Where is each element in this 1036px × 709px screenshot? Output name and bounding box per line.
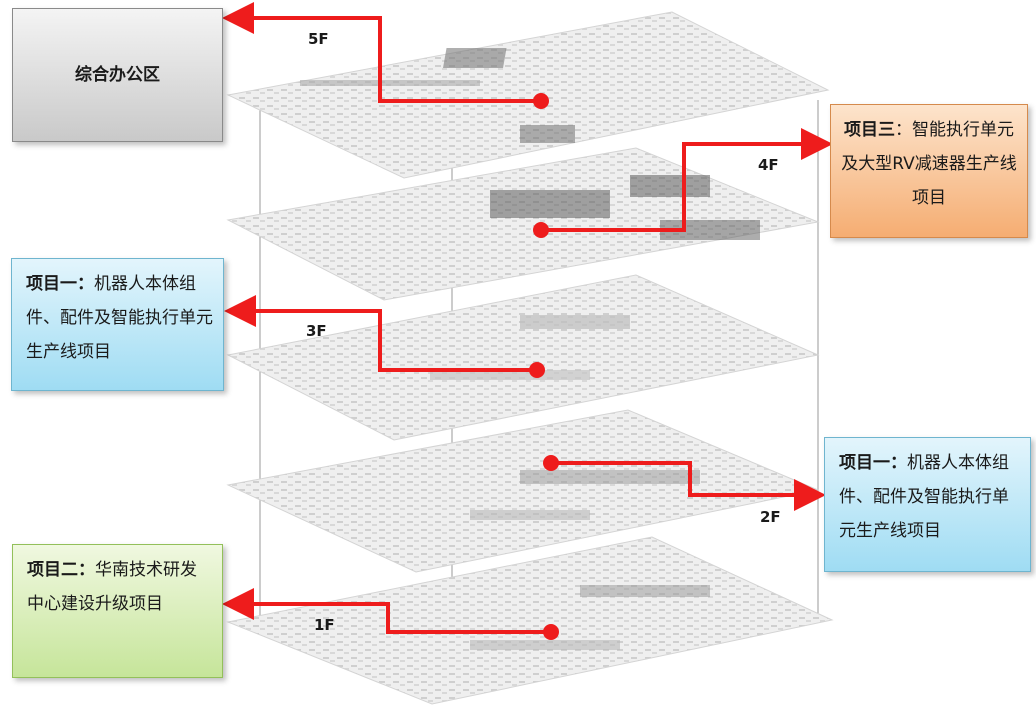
floor-label-3f: 3F (306, 322, 327, 340)
floor-label-4f: 4F (758, 156, 779, 174)
arrow-2f (551, 461, 826, 511)
project1-description-3f: 机器人本体组件、配件及智能执行单元生产线项目 (26, 274, 213, 362)
floor-anchor-dots (529, 93, 559, 640)
floor-label-5f: 5F (308, 30, 329, 48)
project2-box: 项目二：华南技术研发中心建设升级项目 (12, 544, 223, 678)
project3-title: 项目三 (844, 120, 895, 140)
arrow-5f (222, 2, 541, 103)
project3-box: 项目三：智能执行单元及大型RV减速器生产线项目 (830, 104, 1028, 238)
arrow-1f (222, 588, 551, 634)
arrow-4f (541, 128, 833, 232)
project1-title-2f: 项目一： (839, 453, 907, 473)
floor-3-plate (226, 274, 820, 441)
project1-box-2f: 项目一：机器人本体组件、配件及智能执行单元生产线项目 (824, 437, 1031, 572)
floor-label-1f: 1F (314, 616, 335, 634)
project1-description-2f: 机器人本体组件、配件及智能执行单元生产线项目 (839, 453, 1009, 541)
project2-description: 华南技术研发中心建设升级项目 (27, 560, 197, 614)
project2-title: 项目二： (27, 560, 95, 580)
office-area-box: 综合办公区 (12, 8, 223, 142)
connector-arrows (222, 2, 833, 634)
floor-2-plate (226, 409, 820, 573)
project1-title-3f: 项目一： (26, 274, 94, 294)
office-area-label: 综合办公区 (75, 65, 160, 85)
arrow-3f (224, 295, 537, 372)
project1-box-3f: 项目一：机器人本体组件、配件及智能执行单元生产线项目 (11, 258, 224, 391)
project3-description: ：智能执行单元及大型RV减速器生产线项目 (841, 120, 1017, 208)
floor-1-plate (226, 536, 834, 705)
floor-label-2f: 2F (760, 508, 781, 526)
floor-4-plate (226, 147, 820, 301)
floor-5-plate (226, 11, 830, 179)
